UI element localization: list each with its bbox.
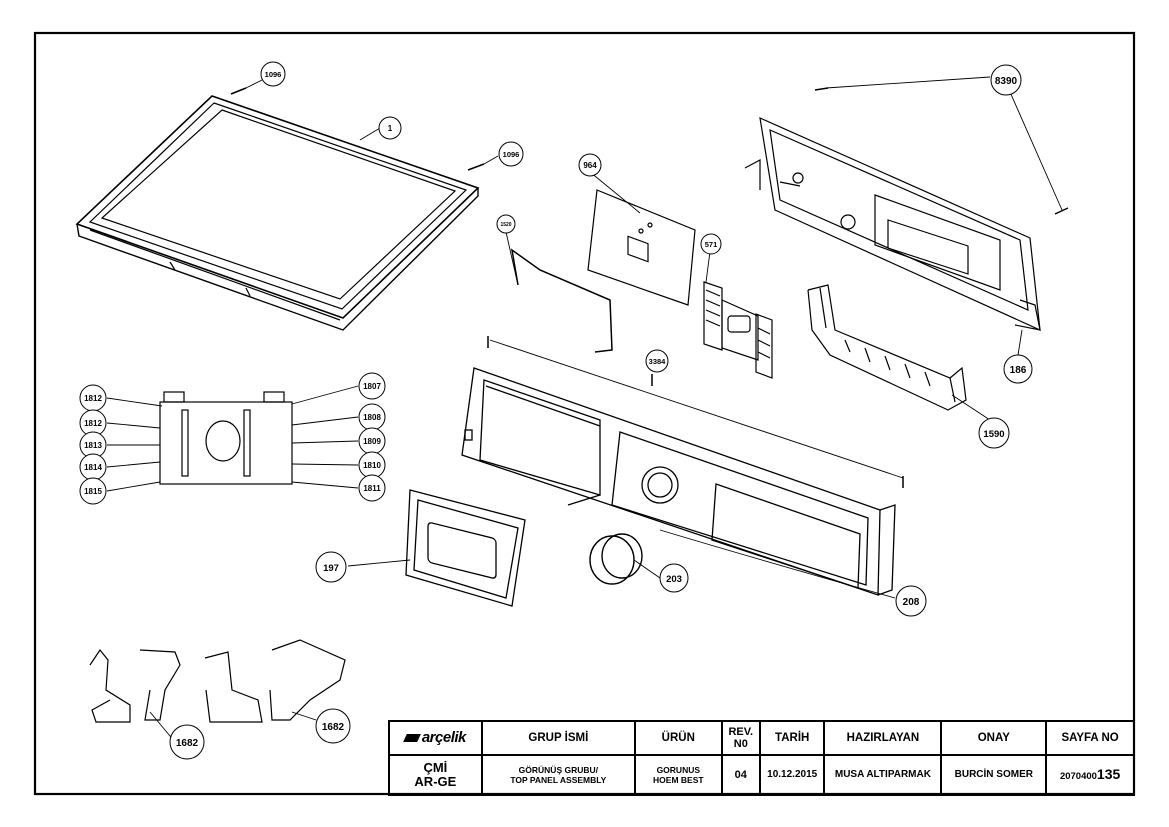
code-line1: ÇMİ <box>423 760 448 775</box>
header-rev-line2: N0 <box>733 738 748 750</box>
page-suffix: 135 <box>1096 765 1121 782</box>
group-line2: TOP PANEL ASSEMBLY <box>510 775 607 785</box>
callout-label: 1807 <box>363 382 381 391</box>
callout-label: 1812 <box>84 419 102 428</box>
callout-1520: 1520 <box>496 214 516 234</box>
front-control-panel <box>461 367 896 596</box>
callout-1096-top: 1096 <box>260 61 286 87</box>
title-block-header-row: arçelik GRUP İSMİ ÜRÜN REV.N0 TARİH HAZI… <box>388 720 1135 756</box>
drawing-frame <box>33 31 1136 796</box>
approved-by: BURCİN SOMER <box>940 754 1048 796</box>
callout-571: 571 <box>700 233 722 255</box>
callout-1810: 1810 <box>358 451 386 479</box>
callout-label: 3384 <box>649 357 667 366</box>
callout-label: 203 <box>666 574 682 585</box>
callout-label: 1808 <box>363 413 381 422</box>
callout-1815: 1815 <box>79 477 107 505</box>
callout-1812-a: 1812 <box>79 384 107 412</box>
callout-1813: 1813 <box>79 431 107 459</box>
callout-label: 8390 <box>995 76 1018 87</box>
callout-label: 208 <box>903 597 920 608</box>
callout-186: 186 <box>1003 354 1033 384</box>
header-page: SAYFA NO <box>1045 720 1135 756</box>
header-rev: REV.N0 <box>720 720 761 756</box>
callout-1808: 1808 <box>358 403 386 431</box>
callout-1682-right: 1682 <box>315 708 351 744</box>
display-gasket <box>159 391 293 485</box>
callout-label: 1096 <box>265 70 282 79</box>
top-lid-part <box>75 95 480 331</box>
callout-label: 1590 <box>983 429 1004 440</box>
header-date: TARİH <box>758 720 826 756</box>
callout-203: 203 <box>659 563 689 593</box>
callout-label: 1682 <box>322 722 345 733</box>
display-cover-plate <box>587 189 696 306</box>
callout-label: 1096 <box>503 150 520 159</box>
callout-1814: 1814 <box>79 453 107 481</box>
callout-label: 1809 <box>363 437 381 446</box>
callout-964: 964 <box>578 153 602 177</box>
header-rev-line1: REV. <box>728 726 754 738</box>
header-approved: ONAY <box>940 720 1048 756</box>
brand-logo: arçelik <box>388 720 483 756</box>
product-line2: HOEM BEST <box>653 775 704 785</box>
callout-label: 197 <box>323 563 339 574</box>
screw-8390 <box>814 87 1069 215</box>
callout-1682-left: 1682 <box>169 724 205 760</box>
callout-label: 1813 <box>84 441 102 450</box>
screw-1096 <box>230 87 485 171</box>
callout-8390: 8390 <box>990 64 1022 96</box>
header-product: ÜRÜN <box>633 720 723 756</box>
detergent-drawer-front <box>405 489 526 607</box>
page-prefix: 2070400 <box>1059 770 1097 782</box>
callout-label: 964 <box>583 161 597 170</box>
callout-1809: 1809 <box>358 427 386 455</box>
callout-1807: 1807 <box>358 372 386 400</box>
revision-number: 04 <box>720 754 761 796</box>
callout-1590: 1590 <box>978 417 1010 449</box>
support-bracket <box>807 284 967 411</box>
callout-label: 571 <box>705 240 718 249</box>
callout-label: 1682 <box>176 738 199 749</box>
leader-lines <box>106 76 1063 743</box>
program-knob <box>589 533 643 585</box>
electronic-card <box>744 117 1041 331</box>
logo-text: arçelik <box>421 729 467 746</box>
callout-label: 186 <box>1010 365 1027 376</box>
group-name: GÖRÜNÜŞ GRUBU/TOP PANEL ASSEMBLY <box>480 754 636 796</box>
header-prepared: HAZIRLAYAN <box>823 720 943 756</box>
callout-1811: 1811 <box>358 474 386 502</box>
title-block: arçelik GRUP İSMİ ÜRÜN REV.N0 TARİH HAZI… <box>388 720 1135 796</box>
callout-208: 208 <box>895 585 927 617</box>
callout-197: 197 <box>315 551 347 583</box>
revision-date: 10.12.2015 <box>758 754 826 796</box>
callout-label: 1520 <box>500 222 511 228</box>
display-bracket <box>703 281 773 379</box>
callout-label: 1812 <box>84 394 102 403</box>
callout-label: 1 <box>388 124 393 133</box>
screw-3384 <box>487 336 904 488</box>
callout-1: 1 <box>378 116 402 140</box>
callout-group: 1096 1 1096 964 1520 571 8390 186 1590 3… <box>79 61 1033 760</box>
callout-label: 1815 <box>84 487 102 496</box>
page-number: 2070400135 <box>1045 754 1135 796</box>
group-line1: GÖRÜNÜŞ GRUBU/ <box>518 765 599 775</box>
connection-rod <box>510 248 613 353</box>
callout-label: 1811 <box>363 484 381 493</box>
prepared-by: MUSA ALTIPARMAK <box>823 754 943 796</box>
callout-3384: 3384 <box>645 349 669 373</box>
callout-1096-right: 1096 <box>498 141 524 167</box>
callout-label: 1814 <box>84 463 102 472</box>
code-line2: AR-GE <box>414 774 457 789</box>
callout-label: 1810 <box>363 461 381 470</box>
product-line1: GORUNUS <box>656 765 701 775</box>
header-group: GRUP İSMİ <box>480 720 636 756</box>
hinge-parts <box>89 639 346 723</box>
